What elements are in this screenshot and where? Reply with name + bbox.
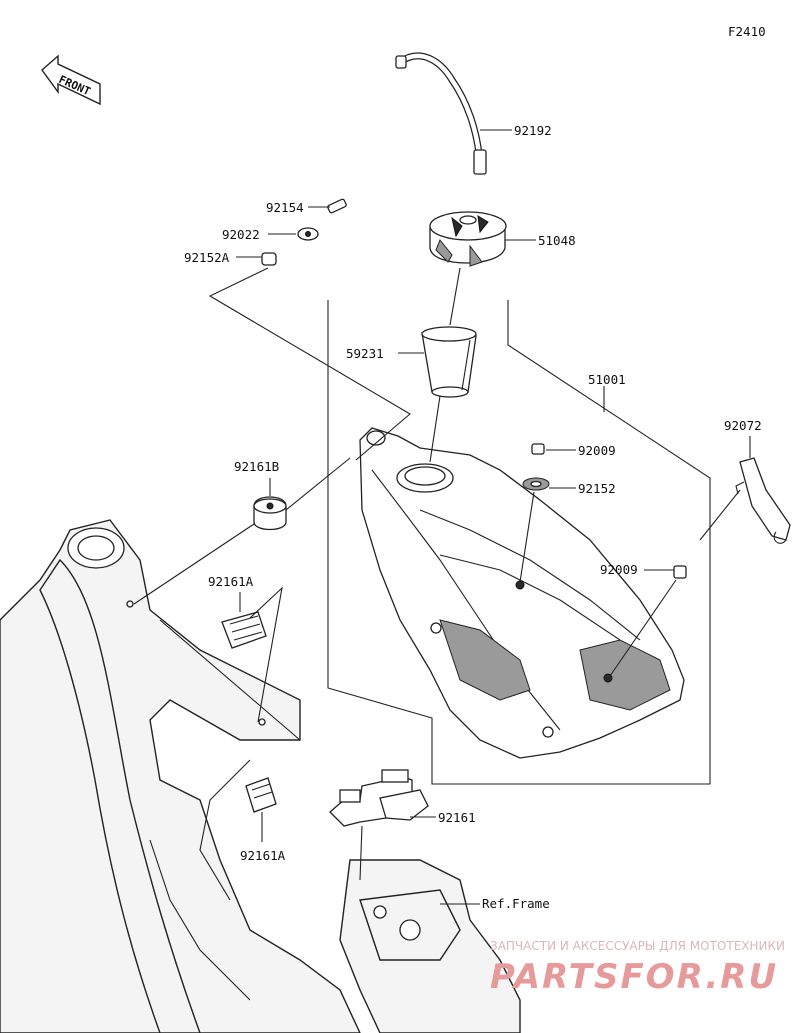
label-92152A: 92152A <box>184 250 230 265</box>
label-92161B: 92161B <box>234 459 279 474</box>
front-arrow-icon: FRONT <box>41 54 101 106</box>
breather-hose: 92192 <box>395 52 552 175</box>
label-59231: 59231 <box>346 346 384 361</box>
frame-ref <box>0 519 521 1033</box>
rubber-damper-a-top: 92161A <box>208 574 283 723</box>
label-92154: 92154 <box>266 200 304 215</box>
tank-strap: 92072 <box>699 418 791 544</box>
label-92152: 92152 <box>578 481 616 496</box>
watermark-brand: PARTSFOR.RU <box>490 957 778 997</box>
label-ref-frame: Ref.Frame <box>482 896 550 911</box>
label-92022: 92022 <box>222 227 260 242</box>
tank-mount-bolt: 92009 92152 <box>519 443 616 583</box>
fuel-filter: 59231 <box>346 326 477 463</box>
label-92161A-top: 92161A <box>208 574 254 589</box>
tank-assembly-box <box>327 300 711 785</box>
watermark: ЗАПЧАСТИ И АКСЕССУАРЫ ДЛЯ МОТОТЕХНИКИ PA… <box>490 939 785 997</box>
label-92072: 92072 <box>724 418 762 433</box>
tank-callout: 51001 <box>588 372 626 412</box>
label-51048: 51048 <box>538 233 576 248</box>
label-92161: 92161 <box>438 810 476 825</box>
label-92009-side: 92009 <box>600 562 638 577</box>
rubber-damper: 92161 <box>329 769 476 881</box>
figure-code: F2410 <box>728 24 766 39</box>
watermark-subtitle: ЗАПЧАСТИ И АКСЕССУАРЫ ДЛЯ МОТОТЕХНИКИ <box>490 939 785 953</box>
label-92161A-bottom: 92161A <box>240 848 286 863</box>
bolt-group: 92154 92022 92152A <box>184 198 411 461</box>
fuel-cap: 51048 <box>429 211 576 326</box>
label-92192: 92192 <box>514 123 552 138</box>
label-51001: 51001 <box>588 372 626 387</box>
label-92009-top: 92009 <box>578 443 616 458</box>
ref-frame-label-group: Ref.Frame <box>440 896 550 911</box>
rubber-damper-b: 92161B <box>133 457 351 605</box>
side-bolt: 92009 <box>600 562 687 677</box>
fuel-tank <box>359 427 685 759</box>
rubber-damper-a-bottom: 92161A <box>240 777 286 863</box>
